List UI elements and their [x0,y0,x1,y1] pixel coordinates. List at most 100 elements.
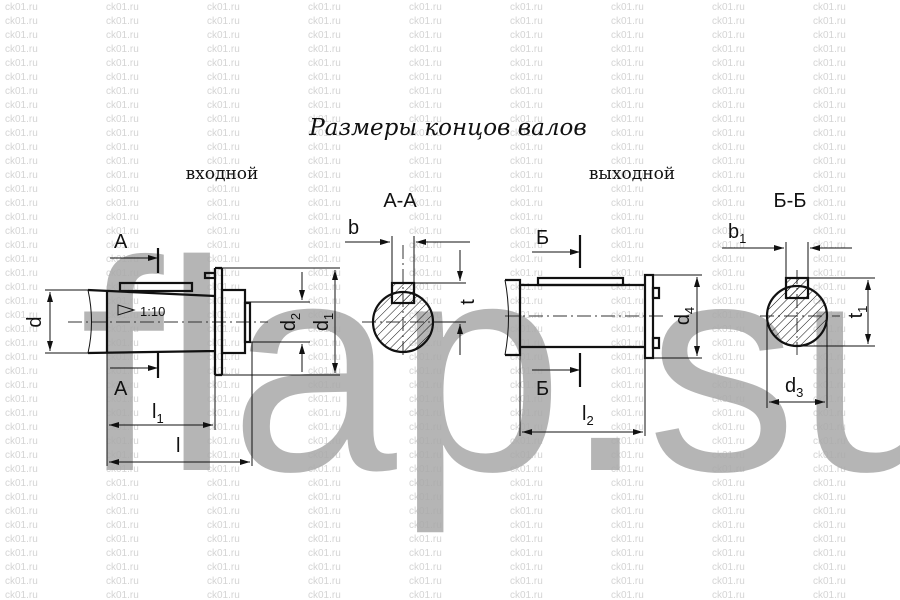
watermark-text: ck01.ru [409,198,442,209]
taper-ratio: 1:10 [140,304,165,319]
watermark-text: ck01.ru [510,296,543,307]
dim-d2: d2 [278,313,303,331]
watermark-text: ck01.ru [308,128,341,139]
watermark-text: ck01.ru [611,394,644,405]
dim-b: b [348,217,359,239]
watermark-text: ck01.ru [409,114,442,125]
watermark-text: ck01.ru [611,142,644,153]
watermark-text: ck01.ru [308,30,341,41]
watermark-text: ck01.ru [5,44,38,55]
output-shaft-heading: выходной [589,164,675,184]
watermark-text: ck01.ru [409,2,442,13]
watermark-text: ck01.ru [611,44,644,55]
watermark-text: ck01.ru [5,408,38,419]
watermark-text: ck01.ru [308,422,341,433]
watermark-text: ck01.ru [611,170,644,181]
watermark-text: ck01.ru [510,282,543,293]
watermark-text: ck01.ru [308,310,341,321]
watermark-text: ck01.ru [611,184,644,195]
watermark-text: ck01.ru [813,548,846,559]
watermark-text: ck01.ru [5,198,38,209]
watermark-text: ck01.ru [510,30,543,41]
watermark-text: ck01.ru [308,72,341,83]
watermark-text: ck01.ru [106,548,139,559]
watermark-text: ck01.ru [106,100,139,111]
watermark-text: ck01.ru [106,478,139,489]
watermark-text: ck01.ru [510,142,543,153]
watermark-text: ck01.ru [510,156,543,167]
watermark-text: ck01.ru [5,254,38,265]
watermark-text: ck01.ru [106,268,139,279]
watermark-text: ck01.ru [611,296,644,307]
watermark-text: ck01.ru [207,170,240,181]
watermark-text: ck01.ru [813,114,846,125]
watermark-text: ck01.ru [207,156,240,167]
watermark-text: ck01.ru [308,212,341,223]
watermark-text: ck01.ru [813,128,846,139]
watermark-text: ck01.ru [611,464,644,475]
watermark-text: ck01.ru [5,548,38,559]
watermark-text: ck01.ru [813,562,846,573]
watermark-text: ck01.ru [308,198,341,209]
watermark-text: ck01.ru [308,100,341,111]
watermark-text: ck01.ru [611,58,644,69]
watermark-text: ck01.ru [5,492,38,503]
watermark-text: ck01.ru [207,464,240,475]
dim-l2: l2 [582,403,594,428]
watermark-text: ck01.ru [611,436,644,447]
watermark-text: ck01.ru [308,450,341,461]
watermark-text: ck01.ru [207,562,240,573]
watermark-text: ck01.ru [308,16,341,27]
watermark-text: ck01.ru [5,240,38,251]
watermark-text: ck01.ru [106,338,139,349]
watermark-text: ck01.ru [510,506,543,517]
watermark-text: ck01.ru [712,44,745,55]
watermark-text: ck01.ru [611,128,644,139]
watermark-text: ck01.ru [5,436,38,447]
watermark-text: ck01.ru [106,2,139,13]
watermark-text: ck01.ru [611,156,644,167]
watermark-text: ck01.ru [712,380,745,391]
watermark-text: ck01.ru [409,156,442,167]
watermark-text: ck01.ru [106,44,139,55]
watermark-text: ck01.ru [207,282,240,293]
watermark-text: ck01.ru [5,366,38,377]
watermark-text: ck01.ru [106,352,139,363]
watermark-text: ck01.ru [308,408,341,419]
dim-t: t [457,299,479,305]
watermark-text: ck01.ru [611,254,644,265]
watermark-text: ck01.ru [409,142,442,153]
watermark-text: ck01.ru [712,338,745,349]
watermark-text: ck01.ru [712,450,745,461]
watermark-text: ck01.ru [5,464,38,475]
watermark-text: ck01.ru [5,296,38,307]
watermark-text: ck01.ru [308,86,341,97]
watermark-text: ck01.ru [308,254,341,265]
watermark-text: ck01.ru [308,506,341,517]
watermark-text: ck01.ru [5,506,38,517]
watermark-text: ck01.ru [712,534,745,545]
watermark-text: ck01.ru [207,338,240,349]
watermark-text: ck01.ru [106,380,139,391]
watermark-text: ck01.ru [712,240,745,251]
watermark-text: ck01.ru [813,282,846,293]
watermark-text: ck01.ru [611,366,644,377]
watermark-text: ck01.ru [207,422,240,433]
watermark-text: ck01.ru [813,184,846,195]
watermark-text: ck01.ru [813,520,846,531]
watermark-text: ck01.ru [5,212,38,223]
watermark-text: ck01.ru [712,394,745,405]
watermark-text: ck01.ru [308,296,341,307]
watermark-text: ck01.ru [510,240,543,251]
watermark-text: ck01.ru [712,590,745,600]
watermark-text: ck01.ru [5,590,38,600]
watermark-text: ck01.ru [409,128,442,139]
watermark-text: ck01.ru [611,212,644,223]
watermark-text: ck01.ru [207,590,240,600]
watermark-text: ck01.ru [308,464,341,475]
watermark-text: ck01.ru [409,240,442,251]
watermark-text: ck01.ru [409,464,442,475]
watermark-text: ck01.ru [207,380,240,391]
watermark-text: ck01.ru [611,352,644,363]
watermark-text: ck01.ru [5,534,38,545]
